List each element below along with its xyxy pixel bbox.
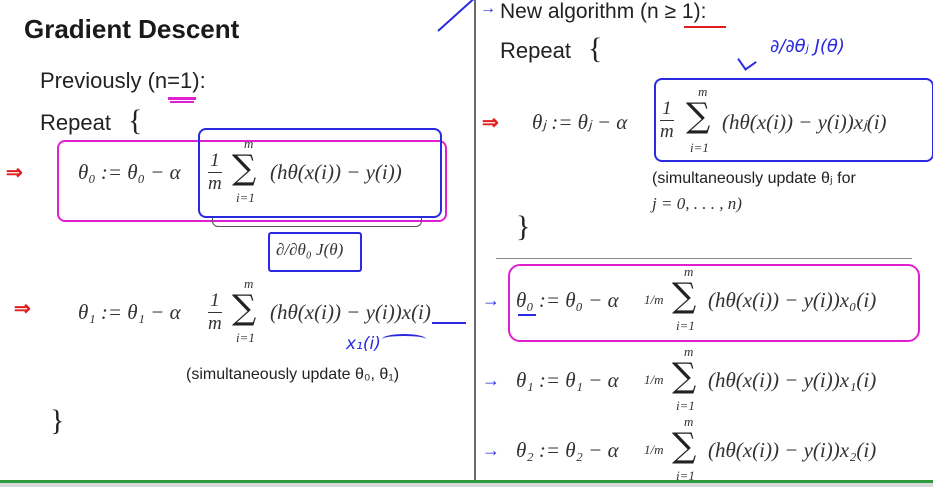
handwritten-derivative: ∂/∂θⱼ J(θ) bbox=[770, 36, 845, 57]
sum-top-0: m bbox=[244, 136, 254, 151]
eq0-sum-bottom: i=1 bbox=[676, 318, 695, 333]
right-close-brace: } bbox=[516, 210, 531, 243]
handwritten-check bbox=[737, 51, 757, 71]
right-repeat-label: Repeat bbox=[500, 38, 571, 63]
close-brace: } bbox=[50, 404, 65, 437]
eq2-arrow: → bbox=[482, 440, 500, 460]
eq1-sum-bottom: i=1 bbox=[676, 398, 695, 413]
thetaj-equation-lhs: θⱼ := θⱼ − α bbox=[532, 110, 628, 134]
theta0-pink-box bbox=[57, 140, 447, 222]
eq2-sigma: ∑ bbox=[672, 426, 697, 466]
repeat-label: Repeat bbox=[40, 110, 111, 135]
eq2-lhs: θ₂ := θ₂ − α bbox=[516, 438, 619, 462]
eq0-sum-top: m bbox=[684, 264, 694, 279]
sum-bottom-0: i=1 bbox=[236, 190, 255, 205]
eq2-sum-top: m bbox=[684, 414, 694, 429]
x1-handwritten-annotation: x₁(i) bbox=[346, 334, 381, 354]
theta0-body: (hθ(x(i)) − y(i)) bbox=[270, 160, 402, 184]
blue-arrow-stroke bbox=[437, 0, 478, 32]
right-hr bbox=[496, 258, 912, 259]
eq1-sum-top: m bbox=[684, 344, 694, 359]
eq0-inline-frac: 1/m bbox=[644, 292, 664, 307]
eq1-body: (hθ(x(i)) − y(i))x₁(i) bbox=[708, 368, 877, 392]
x-underline bbox=[432, 322, 466, 324]
video-progress-fill bbox=[0, 480, 933, 483]
sum-top-1: m bbox=[244, 276, 254, 291]
sum-sigma-1: ∑ bbox=[232, 288, 257, 328]
theta1-body: (hθ(x(i)) − y(i))x(i) bbox=[270, 300, 431, 324]
eq1-inline-frac: 1/m bbox=[644, 372, 664, 387]
new-algorithm-title: New algorithm (n ≥ 1): bbox=[500, 0, 707, 23]
theta0-blue-box bbox=[198, 128, 442, 218]
right-sum-bottom: i=1 bbox=[690, 140, 709, 155]
red-arrow-marker: ⇒ bbox=[6, 162, 23, 184]
derivative-box bbox=[268, 232, 362, 272]
blue-arrow-head: → bbox=[480, 0, 496, 17]
previously-label: Previously (n=1): bbox=[40, 68, 206, 93]
right-red-arrow: ⇒ bbox=[482, 112, 499, 134]
annotation-curve bbox=[382, 334, 426, 344]
eq0-lhs: θ₀ := θ₀ − α bbox=[516, 288, 619, 312]
eq1-lhs: θ₁ := θ₁ − α bbox=[516, 368, 619, 392]
video-progress-track[interactable] bbox=[0, 480, 933, 487]
panel-divider bbox=[474, 0, 476, 487]
n1-underline-2 bbox=[170, 101, 194, 103]
red-arrow-marker-2: ⇒ bbox=[14, 298, 31, 320]
derivative-expression: ∂/∂θ₀ J(θ) bbox=[276, 240, 344, 259]
sum-bottom-1: i=1 bbox=[236, 330, 255, 345]
eq1-arrow: → bbox=[482, 370, 500, 390]
right-open-brace: { bbox=[588, 32, 603, 65]
eq2-inline-frac: 1/m bbox=[644, 442, 664, 457]
eq2-body: (hθ(x(i)) − y(i))x₂(i) bbox=[708, 438, 877, 462]
right-sum-sigma: ∑ bbox=[686, 96, 711, 136]
right-simul-line1: (simultaneously update θⱼ for bbox=[652, 170, 856, 187]
eq2-sum-bottom: i=1 bbox=[676, 468, 695, 483]
theta1-fraction: 1 m bbox=[208, 290, 222, 334]
open-brace: { bbox=[128, 104, 143, 137]
thetaj-body: (hθ(x(i)) − y(i))xⱼ(i) bbox=[722, 110, 887, 134]
right-simul-line2: j = 0, . . . , n) bbox=[652, 194, 742, 213]
thetaj-fraction: 1 m bbox=[660, 98, 674, 142]
eq0-theta-underline bbox=[518, 314, 536, 316]
right-sum-top: m bbox=[698, 84, 708, 99]
eq0-pink-box bbox=[508, 264, 920, 342]
underbrace bbox=[212, 218, 422, 227]
theta0-equation-lhs: θ₀ := θ₀ − α bbox=[78, 160, 181, 184]
n1-underline bbox=[168, 97, 196, 100]
theta1-equation-lhs: θ₁ := θ₁ − α bbox=[78, 300, 181, 324]
slide-title: Gradient Descent bbox=[24, 14, 240, 44]
sum-sigma-0: ∑ bbox=[232, 148, 257, 188]
simultaneous-update-note: (simultaneously update θ₀, θ₁) bbox=[186, 366, 400, 383]
eq0-body: (hθ(x(i)) − y(i))x₀(i) bbox=[708, 288, 877, 312]
eq0-arrow: → bbox=[482, 290, 500, 310]
theta0-fraction: 1 m bbox=[208, 150, 222, 194]
n-geq-underline bbox=[684, 26, 726, 28]
eq1-sigma: ∑ bbox=[672, 356, 697, 396]
eq0-sigma: ∑ bbox=[672, 276, 697, 316]
